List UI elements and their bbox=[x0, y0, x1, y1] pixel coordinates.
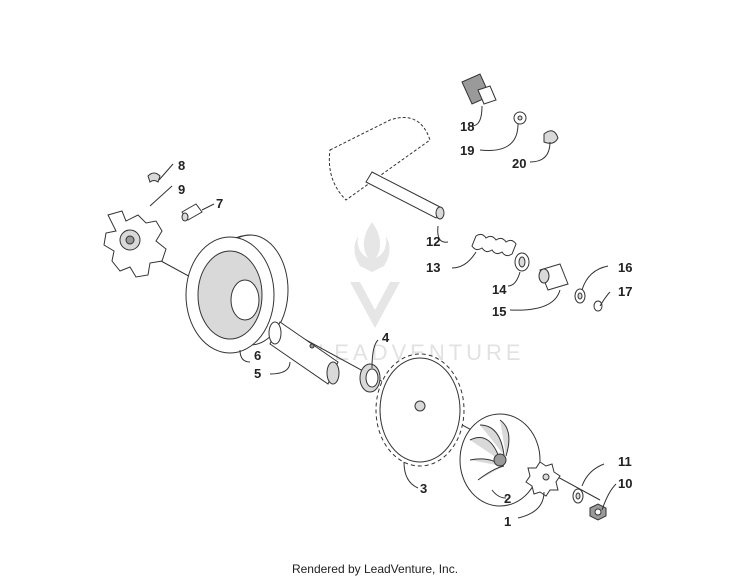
callout-5: 5 bbox=[254, 366, 261, 381]
leader-19 bbox=[479, 123, 519, 151]
part-8-clip bbox=[147, 172, 161, 183]
part-12-kick-shaft bbox=[328, 117, 445, 220]
part-20-clip bbox=[543, 130, 559, 144]
part-19-washer bbox=[513, 111, 527, 125]
part-1-star-washer bbox=[525, 461, 561, 497]
callout-8: 8 bbox=[178, 158, 185, 173]
callout-6: 6 bbox=[254, 348, 261, 363]
leader-9 bbox=[149, 185, 173, 207]
leader-20 bbox=[529, 141, 551, 163]
part-2-fan bbox=[459, 413, 541, 507]
leader-2 bbox=[491, 489, 507, 499]
callout-4: 4 bbox=[382, 330, 390, 345]
part-15-sleeve bbox=[538, 263, 569, 291]
leader-1 bbox=[517, 491, 545, 519]
leader-14 bbox=[507, 271, 521, 287]
part-9-hub bbox=[103, 210, 167, 278]
callout-2: 2 bbox=[504, 491, 511, 506]
leader-10 bbox=[601, 483, 617, 511]
leader-18 bbox=[471, 105, 483, 127]
leader-17 bbox=[599, 291, 611, 307]
callout-10: 10 bbox=[618, 476, 632, 491]
callout-12: 12 bbox=[426, 234, 440, 249]
part-11-washer bbox=[572, 488, 584, 504]
callout-7: 7 bbox=[216, 196, 223, 211]
leadventure-watermark-logo: LEADVENTURE bbox=[318, 222, 521, 365]
part-18-boss bbox=[461, 73, 497, 105]
leader-12 bbox=[437, 225, 449, 243]
part-6-drum bbox=[185, 234, 289, 354]
callout-1: 1 bbox=[504, 514, 511, 529]
callout-20: 20 bbox=[512, 156, 526, 171]
part-10-nut bbox=[589, 503, 607, 521]
leader-7 bbox=[201, 203, 215, 211]
callout-17: 17 bbox=[618, 284, 632, 299]
leader-3 bbox=[403, 461, 419, 489]
part-17-clip bbox=[593, 300, 603, 312]
part-7-pin bbox=[181, 203, 203, 222]
callout-labels: 8 9 7 6 5 4 3 2 1 11 10 12 13 14 15 16 1… bbox=[178, 119, 632, 529]
leader-8 bbox=[158, 163, 174, 181]
leader-lines bbox=[149, 105, 617, 519]
callout-3: 3 bbox=[420, 481, 427, 496]
callout-16: 16 bbox=[618, 260, 632, 275]
callout-9: 9 bbox=[178, 182, 185, 197]
leader-15 bbox=[509, 289, 561, 311]
part-5-sleeve bbox=[268, 321, 340, 385]
callout-15: 15 bbox=[492, 304, 506, 319]
footer-credit: Rendered by LeadVenture, Inc. bbox=[291, 562, 459, 576]
leader-6 bbox=[239, 349, 251, 363]
part-14-ring bbox=[514, 252, 530, 272]
part-16-washer bbox=[574, 288, 586, 304]
leader-16 bbox=[581, 265, 609, 291]
callout-11: 11 bbox=[618, 454, 632, 469]
part-4-bushing bbox=[359, 363, 381, 393]
leader-4 bbox=[371, 339, 379, 369]
leader-5 bbox=[269, 361, 291, 375]
part-3-gear bbox=[375, 353, 465, 467]
callout-13: 13 bbox=[426, 260, 440, 275]
callout-19: 19 bbox=[460, 143, 474, 158]
leader-13 bbox=[451, 251, 477, 269]
callout-18: 18 bbox=[460, 119, 474, 134]
callout-14: 14 bbox=[492, 282, 507, 297]
leader-11 bbox=[581, 463, 605, 487]
part-13-spring bbox=[471, 233, 517, 257]
